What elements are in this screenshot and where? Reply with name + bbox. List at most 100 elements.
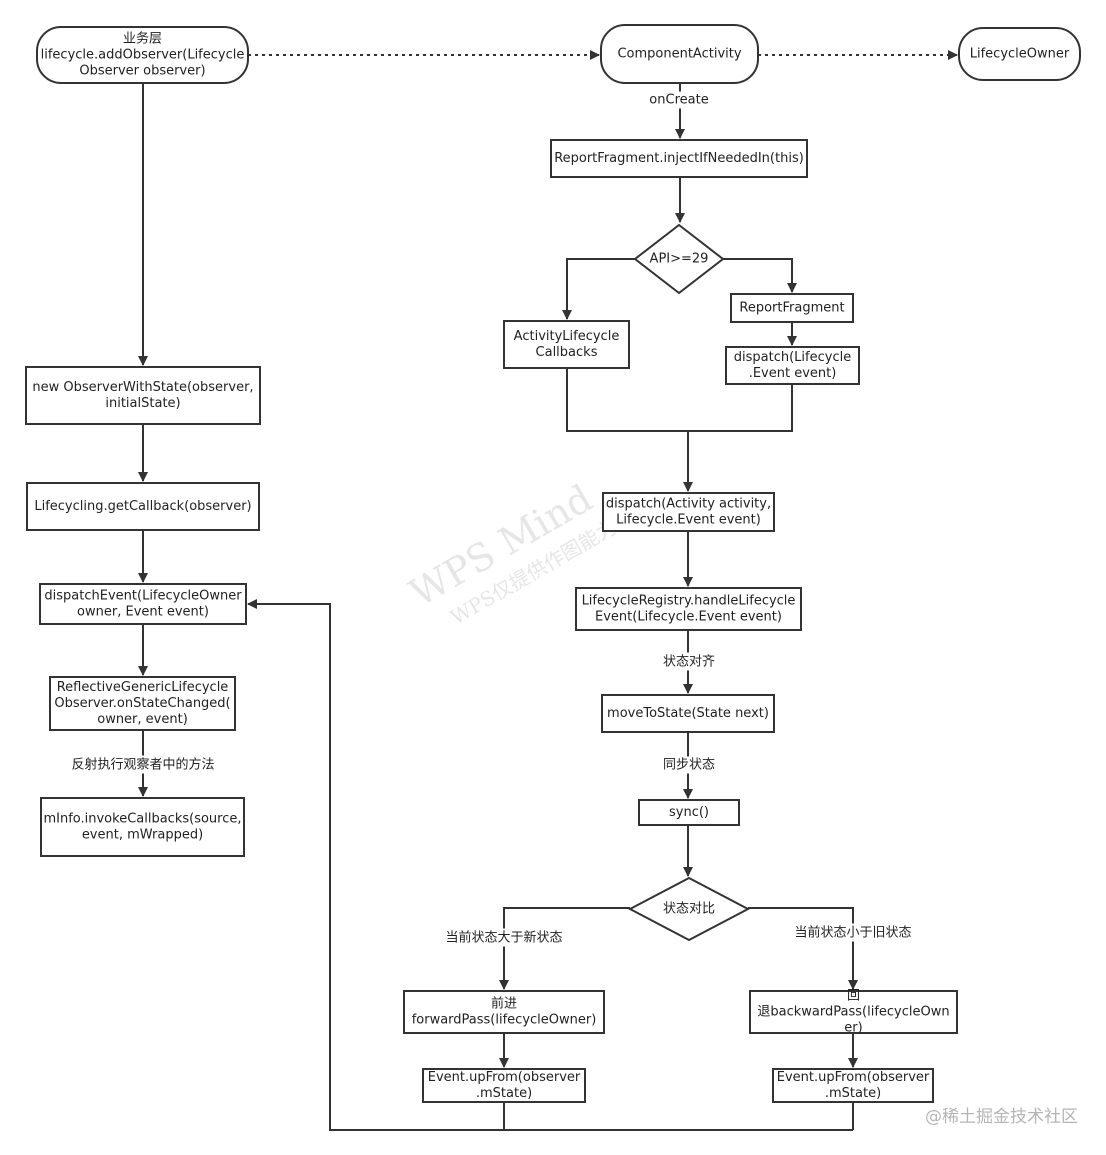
edge-loop-back-to-dispatch-event (247, 599, 853, 1131)
node-dispatch-event-fragment-shape (725, 346, 860, 385)
node-activity-lifecycle-callbacks-text: Callbacks (536, 345, 598, 360)
node-forward-pass-text: forwardPass(lifecycleOwner) (412, 1013, 597, 1028)
edge-label-greater-than-new: 当前状态大于新状态 (442, 928, 566, 947)
node-backward-pass-text: 回 (847, 989, 860, 1004)
node-get-callback-shape (26, 482, 260, 531)
node-business-text: lifecycle.addObserver(Lifecycle (41, 48, 245, 63)
node-upfrom-forward-shape (422, 1068, 586, 1103)
node-get-callback: Lifecycling.getCallback(observer) (26, 482, 260, 531)
node-report-fragment-text: ReportFragment (739, 301, 844, 316)
node-sync-text: sync() (669, 805, 709, 820)
node-reflective-observer-text: ReflectiveGenericLifecycle (57, 680, 229, 695)
node-state-compare-shape (627, 876, 751, 942)
edge-label-state-align-bg (659, 652, 719, 671)
edge-state-compare-to-backward (748, 907, 858, 990)
node-upfrom-backward-shape (772, 1068, 934, 1103)
node-handle-lifecycle-event-shape (575, 587, 802, 631)
node-forward-pass-shape (403, 990, 605, 1034)
node-dispatch-event-fragment-text: dispatch(Lifecycle (734, 350, 851, 365)
node-state-compare-text: 状态对比 (663, 902, 715, 917)
node-move-to-state-text: moveToState(State next) (607, 706, 769, 721)
node-sync: sync() (638, 799, 740, 826)
edge-label-less-than-old-text: 当前状态小于旧状态 (794, 925, 911, 941)
edge-label-sync-state-bg (659, 756, 719, 774)
node-reflective-observer-text: Observer.onStateChanged( (54, 696, 230, 711)
edge-label-greater-than-new-text: 当前状态大于新状态 (445, 930, 562, 946)
node-component-activity-shape (600, 24, 759, 84)
node-dispatch-activity-text: dispatch(Activity activity, (606, 497, 771, 512)
node-report-fragment-shape (730, 293, 854, 323)
node-forward-pass-text: 前进 (491, 996, 517, 1012)
node-upfrom-backward-text: Event.upFrom(observer (777, 1070, 930, 1085)
node-dispatch-event-fragment: dispatch(Lifecycle.Event event) (725, 346, 860, 385)
node-business: 业务层lifecycle.addObserver(LifecycleObserv… (36, 26, 249, 84)
node-dispatch-activity: dispatch(Activity activity,Lifecycle.Eve… (602, 492, 775, 532)
edge-label-state-align-text: 状态对齐 (663, 654, 715, 670)
node-reflective-observer-text: owner, event) (97, 712, 188, 727)
edge-label-less-than-old-bg (791, 923, 915, 942)
edge-label-reflect-invoke: 反射执行观察者中的方法 (68, 755, 218, 774)
node-upfrom-backward-text: .mState) (825, 1086, 881, 1101)
node-handle-lifecycle-event-text: Event(Lifecycle.Event event) (595, 610, 782, 625)
node-move-to-state-shape (601, 694, 775, 733)
edge-label-less-than-old: 当前状态小于旧状态 (791, 923, 915, 942)
node-reflective-observer-shape (49, 676, 236, 731)
edge-api-check-to-report-fragment (723, 258, 797, 293)
node-business-text: Observer observer) (79, 64, 205, 79)
node-component-activity-text: ComponentActivity (617, 47, 741, 62)
node-observer-with-state-text: new ObserverWithState(observer, (32, 380, 253, 395)
edge-label-on-create-text: onCreate (649, 93, 708, 108)
node-activity-lifecycle-callbacks-text: ActivityLifecycle (514, 329, 620, 344)
node-dispatch-activity-shape (602, 492, 775, 532)
node-api-check-text: API>=29 (650, 252, 709, 267)
node-dispatch-event-owner-text: dispatchEvent(LifecycleOwner (44, 589, 242, 604)
edge-label-sync-state: 同步状态 (659, 756, 719, 774)
node-reflective-observer: ReflectiveGenericLifecycleObserver.onSta… (49, 676, 236, 731)
node-get-callback-text: Lifecycling.getCallback(observer) (34, 499, 251, 514)
node-lifecycle-owner-text: LifecycleOwner (970, 47, 1070, 62)
node-invoke-callbacks-text: mInfo.invokeCallbacks(source, (43, 812, 241, 827)
node-invoke-callbacks-text: event, mWrapped) (82, 828, 203, 843)
edge-label-reflect-invoke-text: 反射执行观察者中的方法 (71, 757, 214, 773)
node-upfrom-forward-text: Event.upFrom(observer (428, 1070, 581, 1085)
node-backward-pass-shape (749, 990, 958, 1034)
source-credit: @稀土掘金技术社区 (925, 1107, 1078, 1127)
node-activity-lifecycle-callbacks-shape (503, 320, 630, 369)
node-component-activity: ComponentActivity (600, 24, 759, 84)
node-handle-lifecycle-event-text: LifecycleRegistry.handleLifecycle (582, 594, 796, 609)
edge-label-on-create: onCreate (646, 91, 712, 109)
node-dispatch-event-owner-shape (39, 583, 247, 625)
node-inject-if-needed-text: ReportFragment.injectIfNeededIn(this) (554, 151, 804, 166)
node-handle-lifecycle-event: LifecycleRegistry.handleLifecycleEvent(L… (575, 587, 802, 631)
edge-label-sync-state-text: 同步状态 (663, 758, 715, 773)
node-dispatch-event-owner-text: owner, Event event) (77, 605, 209, 620)
node-state-compare: 状态对比 (627, 876, 751, 942)
node-invoke-callbacks: mInfo.invokeCallbacks(source,event, mWra… (40, 797, 245, 857)
node-inject-if-needed-shape (550, 139, 808, 178)
node-dispatch-activity-text: Lifecycle.Event event) (616, 513, 761, 528)
node-report-fragment: ReportFragment (730, 293, 854, 323)
edge-dispatch-fragment-merge (688, 384, 793, 432)
node-upfrom-forward: Event.upFrom(observer.mState) (422, 1068, 586, 1103)
node-backward-pass-text: 退backwardPass(lifecycleOwn (757, 1005, 949, 1020)
edge-label-state-align: 状态对齐 (659, 652, 719, 671)
edge-state-compare-to-forward (499, 907, 630, 990)
edge-label-on-create-bg (646, 91, 712, 109)
node-business-shape (36, 26, 249, 84)
node-sync-shape (638, 799, 740, 826)
edge-activity-callbacks-merge (566, 368, 688, 432)
node-observer-with-state-text: initialState) (105, 396, 180, 411)
edge-label-reflect-invoke-bg (68, 755, 218, 774)
node-lifecycle-owner-shape (958, 27, 1081, 81)
node-observer-with-state-shape (25, 366, 261, 425)
node-dispatch-event-fragment-text: .Event event) (749, 366, 837, 381)
node-upfrom-forward-text: .mState) (476, 1086, 532, 1101)
node-observer-with-state: new ObserverWithState(observer,initialSt… (25, 366, 261, 425)
node-api-check: API>=29 (633, 223, 725, 295)
edge-label-greater-than-new-bg (442, 928, 566, 947)
node-backward-pass-text: er) (844, 1021, 862, 1036)
